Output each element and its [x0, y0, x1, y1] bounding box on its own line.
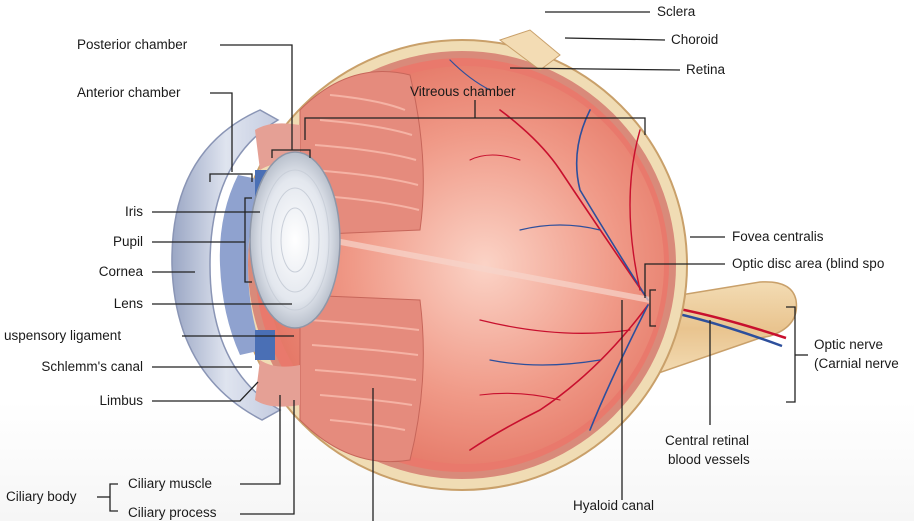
- label-lens: Lens: [113, 296, 143, 311]
- label-limbus: Limbus: [99, 393, 143, 408]
- leader-lines: [97, 11, 808, 521]
- label-suspensory-ligament: uspensory ligament: [4, 328, 122, 343]
- label-pupil: Pupil: [112, 234, 143, 249]
- label-anterior-chamber: Anterior chamber: [77, 85, 181, 100]
- lens-rings: [260, 169, 330, 311]
- lens-shape: [249, 151, 341, 329]
- label-posterior-chamber: Posterior chamber: [77, 37, 188, 52]
- ciliary-body-fan: [299, 71, 424, 463]
- label-choroid: Choroid: [671, 32, 719, 47]
- label-blood-vessels: blood vessels: [668, 452, 750, 467]
- label-vitreous-chamber: Vitreous chamber: [410, 84, 516, 99]
- label-ciliary-muscle: Ciliary muscle: [128, 476, 213, 491]
- label-retina: Retina: [686, 62, 726, 77]
- hyaloid-canal-line: [329, 237, 651, 303]
- label-ciliary-body: Ciliary body: [6, 489, 77, 504]
- label-hyaloid-canal: Hyaloid canal: [573, 498, 655, 513]
- label-fovea-centralis: Fovea centralis: [732, 229, 824, 244]
- label-cornea: Cornea: [98, 264, 143, 279]
- label-ciliary-process: Ciliary process: [128, 505, 217, 520]
- label-iris: Iris: [125, 204, 143, 219]
- label-schlemms-canal: Schlemm's canal: [41, 359, 143, 374]
- label-optic-nerve: Optic nerve: [814, 337, 884, 352]
- label-optic-disc: Optic disc area (blind spo: [732, 256, 885, 271]
- label-sclera: Sclera: [657, 4, 696, 19]
- label-central-retinal: Central retinal: [665, 433, 750, 448]
- label-optic-nerve-cranial: (Carnial nerve: [814, 356, 899, 371]
- cornea-shape: [171, 109, 282, 421]
